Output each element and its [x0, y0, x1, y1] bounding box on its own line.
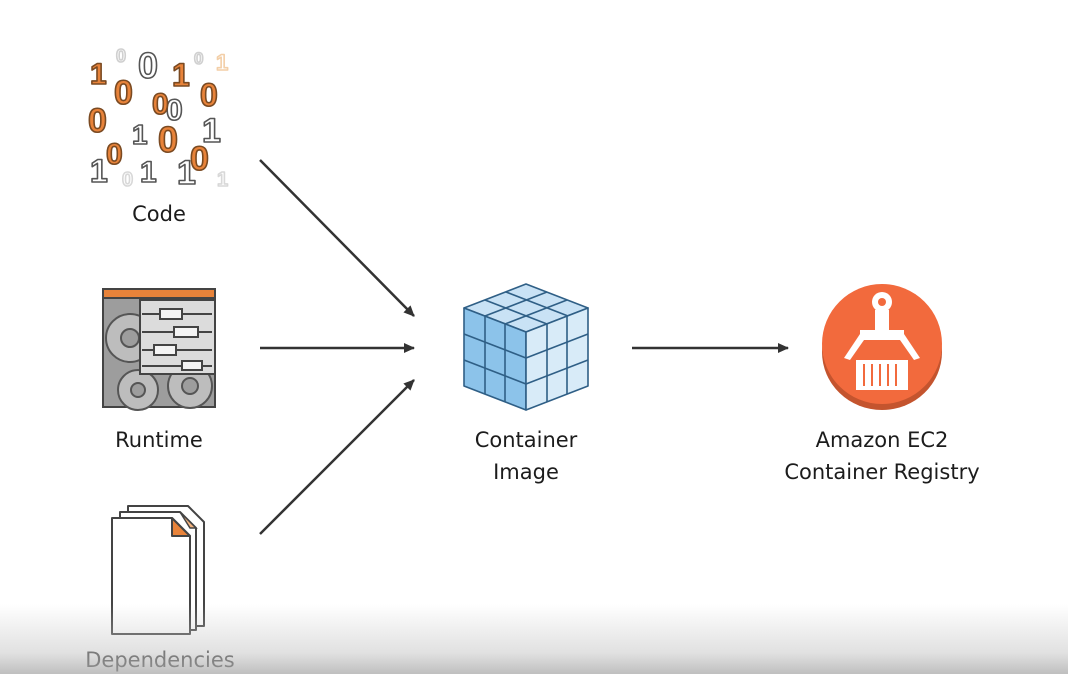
registry-label-line1: Amazon EC2: [815, 428, 949, 452]
container-image-label-line1: Container: [474, 428, 578, 452]
svg-text:0: 0: [152, 88, 169, 121]
svg-text:0: 0: [88, 102, 107, 140]
svg-text:1: 1: [132, 119, 148, 150]
svg-text:1: 1: [172, 57, 190, 93]
arrow-code-to-image: [259, 159, 415, 317]
dependencies-label: Dependencies: [85, 648, 235, 672]
svg-text:0: 0: [122, 169, 133, 191]
svg-text:0: 0: [114, 74, 133, 112]
registry-label-line2: Container Registry: [784, 460, 980, 484]
svg-text:1: 1: [216, 50, 228, 75]
svg-text:1: 1: [202, 112, 221, 150]
code-label: Code: [132, 202, 186, 226]
registry-label: Amazon EC2 Container Registry: [772, 424, 992, 488]
container-image-label: Container Image: [446, 424, 606, 488]
registry-crane-icon: [822, 284, 942, 410]
svg-text:0: 0: [138, 45, 158, 86]
svg-text:1: 1: [90, 58, 107, 91]
cube-icon: [463, 283, 589, 411]
svg-text:0: 0: [116, 46, 126, 66]
binary-code-icon: 0 0 1 0 1 0 0 1 1 1 1 1 1 0 0 1 0 0 0 0 …: [87, 44, 229, 193]
runtime-window-icon: [102, 288, 216, 411]
svg-text:1: 1: [217, 169, 228, 191]
svg-text:0: 0: [194, 49, 203, 68]
svg-text:0: 0: [158, 119, 178, 160]
container-image-label-line2: Image: [493, 460, 559, 484]
documents-stack-icon: [111, 505, 205, 635]
svg-text:1: 1: [90, 153, 108, 189]
arrow-dependencies-to-image: [259, 379, 415, 535]
runtime-label: Runtime: [115, 428, 203, 452]
svg-text:0: 0: [106, 138, 123, 171]
svg-text:1: 1: [140, 156, 157, 189]
svg-text:1: 1: [177, 154, 196, 192]
svg-text:0: 0: [190, 140, 209, 178]
svg-text:0: 0: [166, 94, 183, 127]
svg-text:0: 0: [200, 77, 218, 113]
